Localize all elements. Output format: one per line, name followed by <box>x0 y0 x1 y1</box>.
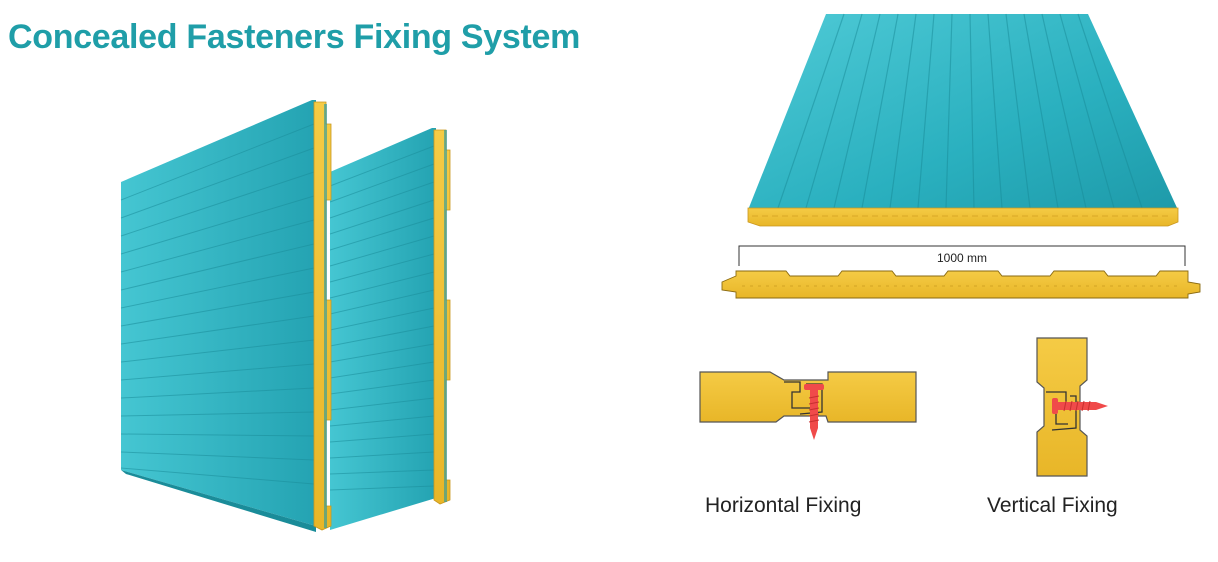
wall-panel-back <box>329 128 451 530</box>
panel-cross-section-illustration <box>721 270 1201 299</box>
dimension-bracket <box>738 245 1186 266</box>
page-title: Concealed Fasteners Fixing System <box>8 18 581 56</box>
vertical-fixing-detail <box>1036 337 1108 477</box>
fastener-screw-icon <box>1052 398 1108 414</box>
roof-panel-perspective-illustration <box>747 13 1179 227</box>
fastener-screw-icon <box>804 384 824 440</box>
horizontal-fixing-caption: Horizontal Fixing <box>705 494 862 517</box>
horizontal-fixing-detail <box>699 371 917 440</box>
wall-panel-pair-illustration <box>120 100 451 532</box>
dimension-label: 1000 mm <box>937 251 987 265</box>
wall-panel-front <box>120 100 332 532</box>
vertical-fixing-caption: Vertical Fixing <box>987 494 1118 517</box>
